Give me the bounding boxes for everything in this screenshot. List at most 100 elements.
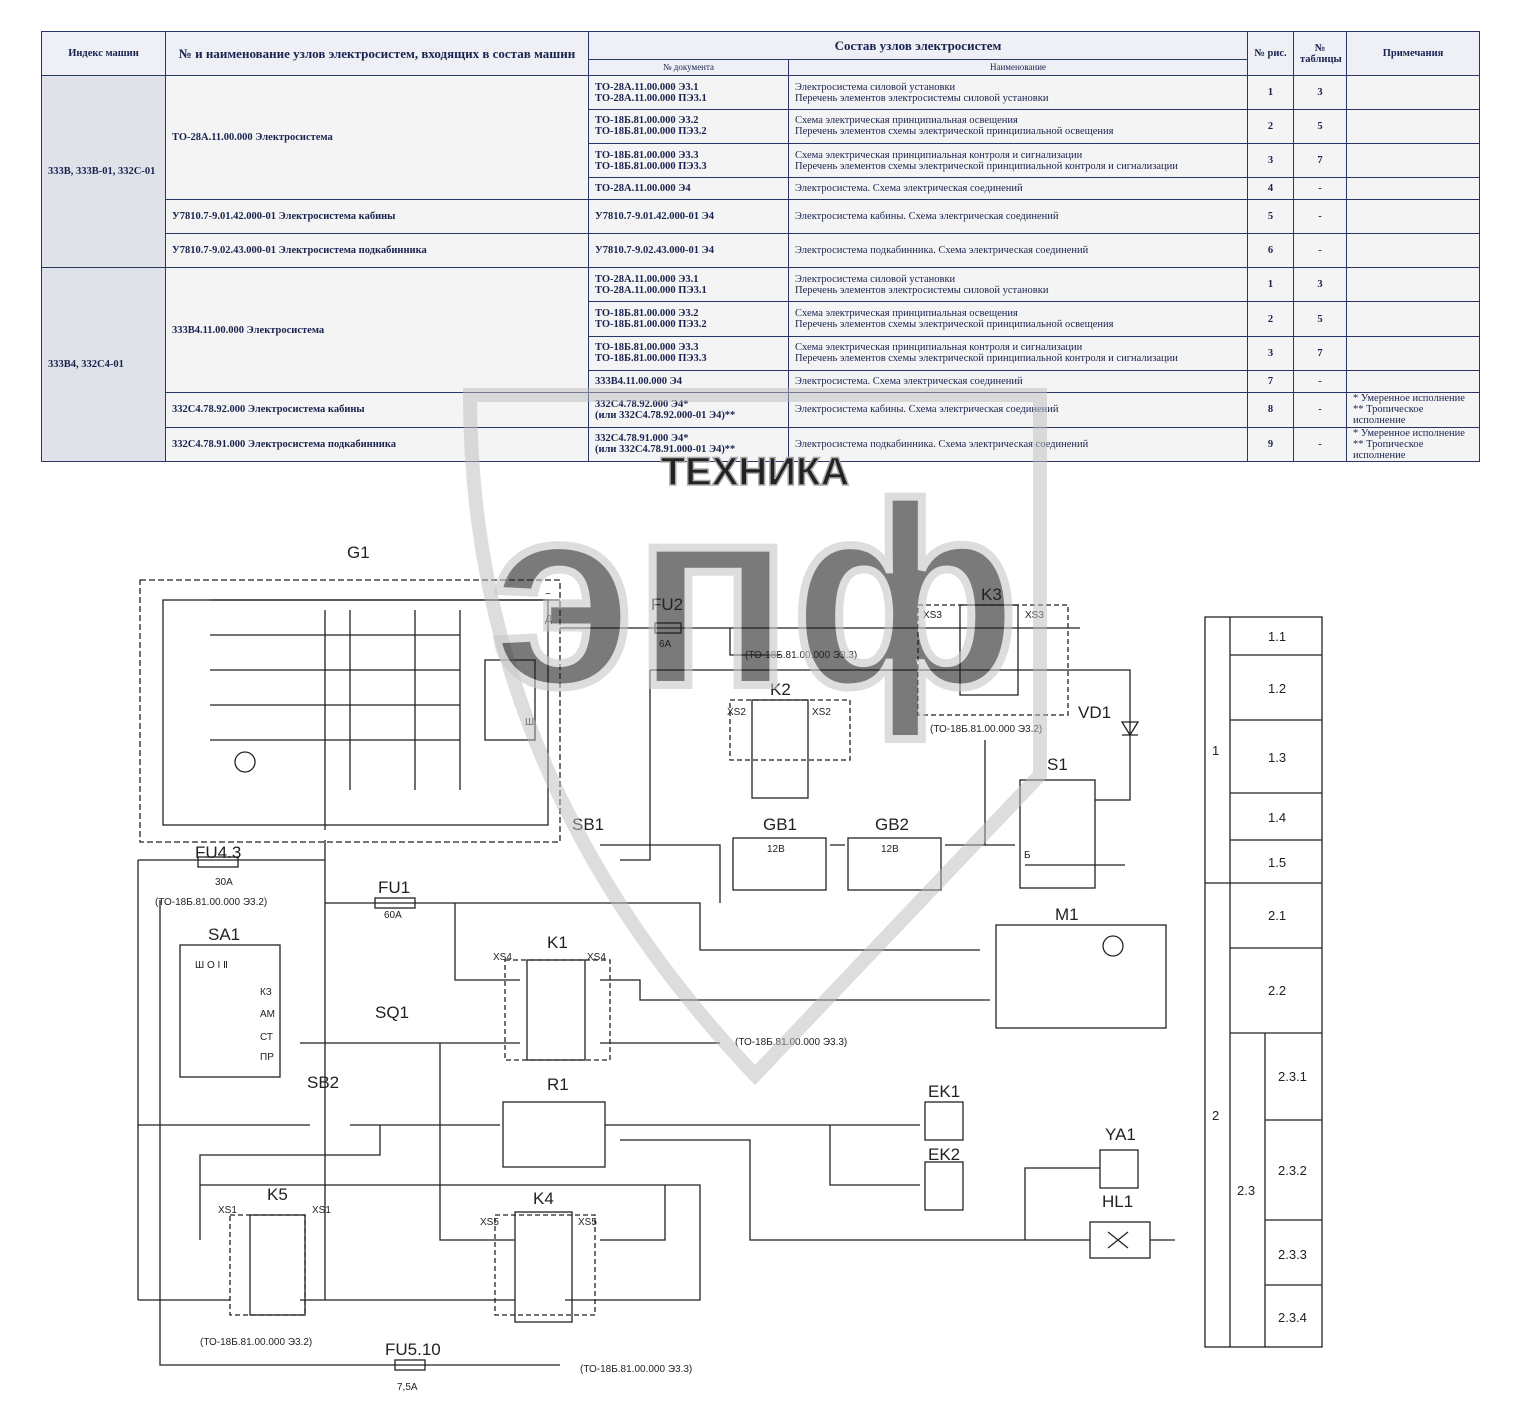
label-gb1: GB1 bbox=[763, 815, 797, 834]
k2-xs2-right: XS2 bbox=[812, 707, 831, 718]
tab-cell: - bbox=[1293, 177, 1348, 200]
g1-inner bbox=[162, 599, 549, 826]
r1-box bbox=[502, 1101, 606, 1168]
tab-cell: 7 bbox=[1293, 142, 1348, 179]
doc-cell: У7810.7-9.02.43.000-01 Э4 bbox=[588, 232, 789, 269]
fu1-rating: 60А bbox=[384, 910, 402, 921]
machine-index-2: 333В4, 332С4-01 bbox=[41, 267, 166, 462]
g1-tilde: ~ bbox=[545, 589, 551, 600]
ya1-box bbox=[1099, 1149, 1139, 1189]
g1-sh: Ш bbox=[525, 717, 534, 728]
name-cell: Схема электрическая принципиальная контр… bbox=[787, 142, 1249, 179]
fig-cell: 3 bbox=[1247, 142, 1295, 179]
k1-xs4-left: XS4 bbox=[493, 952, 512, 963]
sa1-box bbox=[179, 944, 281, 1078]
label-k2: K2 bbox=[770, 680, 791, 699]
hl1-box bbox=[1089, 1221, 1151, 1259]
label-k3: K3 bbox=[981, 585, 1002, 604]
sa1-kz: КЗ bbox=[260, 987, 272, 998]
idx-2-3-4: 2.3.4 bbox=[1278, 1310, 1307, 1325]
header-doc: № документа bbox=[588, 59, 789, 77]
label-sb1: SB1 bbox=[572, 815, 604, 834]
doc-cell: ТО-18Б.81.00.000 Э3.2 ТО-18Б.81.00.000 П… bbox=[588, 108, 789, 145]
ref-e32-a: (ТО-18Б.81.00.000 Э3.2) bbox=[930, 724, 1042, 735]
stator-windings bbox=[210, 599, 290, 741]
idx-1-1: 1.1 bbox=[1268, 629, 1286, 644]
idx-1-3: 1.3 bbox=[1268, 750, 1286, 765]
note-cell bbox=[1346, 198, 1481, 234]
vd1-diode bbox=[1120, 721, 1140, 737]
doc-cell: ТО-18Б.81.00.000 Э3.3 ТО-18Б.81.00.000 П… bbox=[588, 142, 789, 179]
k3-box bbox=[917, 604, 1069, 716]
name-cell: Электросистема силовой установки Перечен… bbox=[787, 267, 1249, 303]
k3-relay bbox=[959, 604, 1019, 696]
note-cell bbox=[1346, 370, 1481, 394]
fig-cell: 8 bbox=[1247, 392, 1295, 428]
fu1-fuse bbox=[374, 897, 416, 909]
name-cell: Схема электрическая принципиальная освещ… bbox=[787, 108, 1249, 145]
fu43-fuse bbox=[197, 856, 239, 868]
doc-cell: 333В4.11.00.000 Э4 bbox=[588, 370, 789, 394]
label-r1: R1 bbox=[547, 1075, 569, 1094]
label-fu43: FU4.3 bbox=[195, 843, 241, 862]
motor-icon bbox=[1102, 935, 1124, 957]
label-k5: K5 bbox=[267, 1185, 288, 1204]
idx-group-2-3: 2.3 bbox=[1237, 1183, 1255, 1198]
idx-2-3-1: 2.3.1 bbox=[1278, 1069, 1307, 1084]
tab-cell: 3 bbox=[1293, 267, 1348, 303]
ek2-box bbox=[924, 1161, 964, 1211]
header-fig: № рис. bbox=[1247, 30, 1295, 77]
fig-cell: 3 bbox=[1247, 335, 1295, 372]
k3-xs3-left: XS3 bbox=[923, 610, 942, 621]
note-cell bbox=[1346, 232, 1481, 269]
name-cell: Электросистема подкабинника. Схема элект… bbox=[787, 426, 1249, 463]
label-fu1: FU1 bbox=[378, 878, 410, 897]
label-fu510: FU5.10 bbox=[385, 1340, 441, 1359]
label-fu2: FU2 bbox=[651, 595, 683, 614]
name-cell: Электросистема кабины. Схема электрическ… bbox=[787, 198, 1249, 234]
unit-1-3: У7810.7-9.02.43.000-01 Электросистема по… bbox=[165, 232, 589, 269]
idx-1-2: 1.2 bbox=[1268, 681, 1286, 696]
label-m1: M1 bbox=[1055, 905, 1079, 924]
doc-cell: У7810.7-9.01.42.000-01 Э4 bbox=[588, 198, 789, 234]
name-cell: Электросистема. Схема электрическая соед… bbox=[787, 177, 1249, 200]
ref-e33-b: (ТО-18Б.81.00.000 Э3.3) bbox=[735, 1037, 847, 1048]
fu510-fuse bbox=[394, 1359, 426, 1371]
header-index: Индекс машин bbox=[41, 30, 166, 77]
note-cell: * Умеренное исполнение ** Тропическое ис… bbox=[1346, 392, 1481, 428]
k5-xs1-left: XS1 bbox=[218, 1205, 237, 1216]
doc-cell: ТО-18Б.81.00.000 Э3.3 ТО-18Б.81.00.000 П… bbox=[588, 335, 789, 372]
k1-box bbox=[504, 959, 611, 1061]
doc-cell: ТО-28А.11.00.000 Э3.1 ТО-28А.11.00.000 П… bbox=[588, 75, 789, 110]
doc-cell: ТО-18Б.81.00.000 Э3.2 ТО-18Б.81.00.000 П… bbox=[588, 301, 789, 337]
k4-xs5-right: XS5 bbox=[578, 1217, 597, 1228]
gb1-voltage: 12В bbox=[767, 844, 785, 855]
header-name: Наименование bbox=[787, 59, 1249, 77]
k1-relay bbox=[526, 959, 586, 1061]
unit-2-2: 332С4.78.92.000 Электросистема кабины bbox=[165, 392, 589, 428]
unit-2-1: 333В4.11.00.000 Электросистема bbox=[165, 267, 589, 394]
tab-cell: - bbox=[1293, 370, 1348, 394]
label-g1: G1 bbox=[347, 543, 370, 562]
sa1-pr: ПР bbox=[260, 1052, 274, 1063]
label-k1: K1 bbox=[547, 933, 568, 952]
k1-xs4-right: XS4 bbox=[587, 952, 606, 963]
label-ek1: EK1 bbox=[928, 1082, 960, 1101]
wiring-schematic: G1 FU2 K3 K2 VD1 S1 SB1 FU4.3 FU1 GB1 GB… bbox=[137, 543, 1323, 1393]
idx-group-1: 1 bbox=[1212, 743, 1219, 758]
idx-2-3-2: 2.3.2 bbox=[1278, 1163, 1307, 1178]
sa1-am: АМ bbox=[260, 1009, 275, 1020]
fig-cell: 9 bbox=[1247, 426, 1295, 463]
tab-cell: 7 bbox=[1293, 335, 1348, 372]
sa1-positions: Ш О I Ⅱ bbox=[195, 960, 228, 971]
idx-group-2: 2 bbox=[1212, 1108, 1219, 1123]
unit-1-1: ТО-28А.11.00.000 Электросистема bbox=[165, 75, 589, 200]
fig-cell: 6 bbox=[1247, 232, 1295, 269]
k2-xs2-left: XS2 bbox=[727, 707, 746, 718]
ref-e32-c: (ТО-18Б.81.00.000 Э3.2) bbox=[200, 1337, 312, 1348]
k4-relay bbox=[514, 1211, 573, 1323]
note-cell bbox=[1346, 267, 1481, 303]
fig-cell: 1 bbox=[1247, 267, 1295, 303]
k5-relay bbox=[249, 1214, 306, 1316]
tab-cell: 3 bbox=[1293, 75, 1348, 110]
